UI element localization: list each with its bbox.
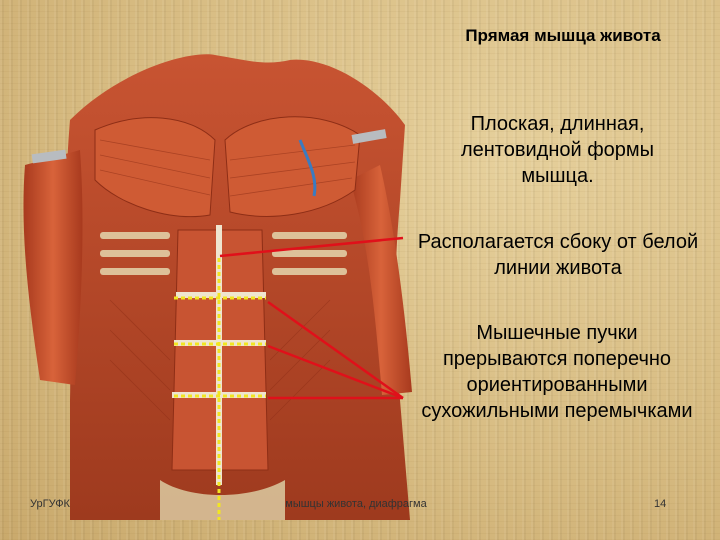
paragraph-intersections: Мышечные пучки прерываются поперечно ори…	[421, 322, 693, 422]
left-arm	[23, 150, 83, 385]
footer-institution: УрГУФК	[30, 498, 70, 510]
right-arm	[350, 165, 412, 395]
slide-title: Прямая мышца живота	[465, 26, 661, 45]
paragraph-location: Располагается сбоку от белой линии живот…	[417, 231, 699, 279]
page-number: 14	[654, 498, 667, 510]
left-pectoral	[94, 117, 216, 218]
paragraph-description: Плоская, длинная, лентовидной формы мышц…	[460, 113, 655, 187]
pointer-lines	[219, 236, 404, 400]
footer-topic: мышцы живота, диафрагма	[285, 498, 427, 510]
